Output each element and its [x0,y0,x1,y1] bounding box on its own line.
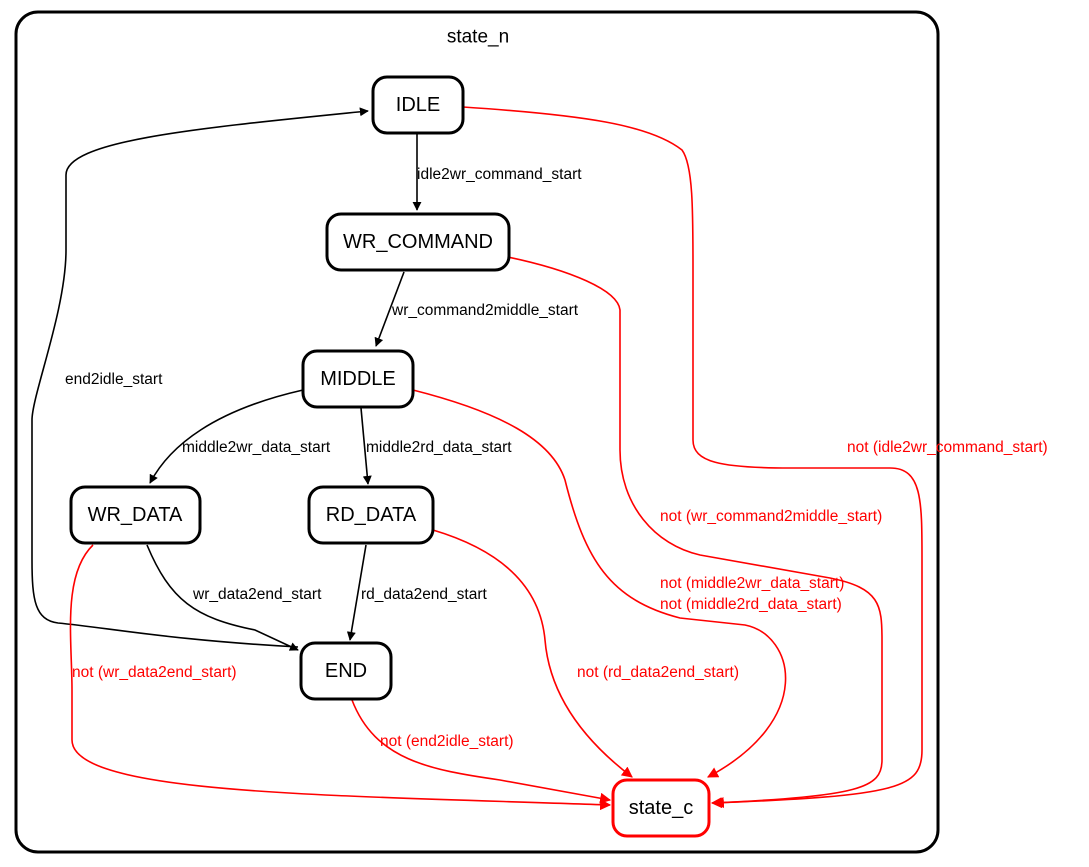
edge-not-middle [412,389,787,778]
label-not-wr-data2end: not (wr_data2end_start) [72,664,237,681]
label-not-idle2wr-command: not (idle2wr_command_start) [847,439,1048,456]
state-idle[interactable]: IDLE [371,75,465,135]
cluster-state-n [14,10,940,854]
label-not-rd-data2end: not (rd_data2end_start) [577,664,739,681]
edge-wr-data2end [146,544,299,651]
edges-normal [31,107,422,651]
state-wr-command[interactable]: WR_COMMAND [325,212,511,272]
label-middle2rd-data: middle2rd_data_start [366,439,512,456]
edge-middle2rd-data [360,407,372,485]
label-wr-command2middle: wr_command2middle_start [391,302,579,319]
edge-labels: idle2wr_command_start wr_command2middle_… [65,166,1048,750]
state-idle-label: IDLE [396,94,440,116]
state-rd-data-label: RD_DATA [326,504,417,526]
state-wr-command-label: WR_COMMAND [343,231,493,253]
edge-rd-data2end [346,544,367,641]
edge-middle2wr-data [149,389,304,484]
label-middle2wr-data: middle2wr_data_start [182,439,331,456]
label-idle2wr-command: idle2wr_command_start [417,166,582,183]
label-rd-data2end: rd_data2end_start [361,586,488,603]
edge-not-wr-command2middle [507,256,883,809]
state-end[interactable]: END [299,641,393,701]
label-end2idle: end2idle_start [65,371,163,388]
label-not-middle2wr-data: not (middle2wr_data_start) [660,575,844,592]
label-wr-data2end: wr_data2end_start [192,586,322,603]
edge-end2idle [31,107,369,648]
state-wr-data[interactable]: WR_DATA [69,485,202,545]
state-end-label: END [325,660,367,682]
state-c[interactable]: state_c [611,778,711,838]
state-middle-label: MIDDLE [320,368,396,390]
edges-exit [69,106,923,811]
label-not-middle2rd-data: not (middle2rd_data_start) [660,596,842,613]
label-not-wr-command2middle: not (wr_command2middle_start) [660,508,882,525]
state-middle[interactable]: MIDDLE [301,349,415,409]
state-wr-data-label: WR_DATA [88,504,183,526]
state-c-label: state_c [629,797,693,819]
label-not-end2idle: not (end2idle_start) [380,733,514,750]
state-rd-data[interactable]: RD_DATA [307,485,435,545]
edge-not-end2idle [351,699,612,804]
edge-not-wr-data2end [69,544,612,811]
edge-not-idle2wr-command [462,106,923,809]
edge-not-rd-data2end [432,529,633,778]
cluster-title: state_n [447,27,509,48]
edge-wr-command2middle [374,271,405,347]
